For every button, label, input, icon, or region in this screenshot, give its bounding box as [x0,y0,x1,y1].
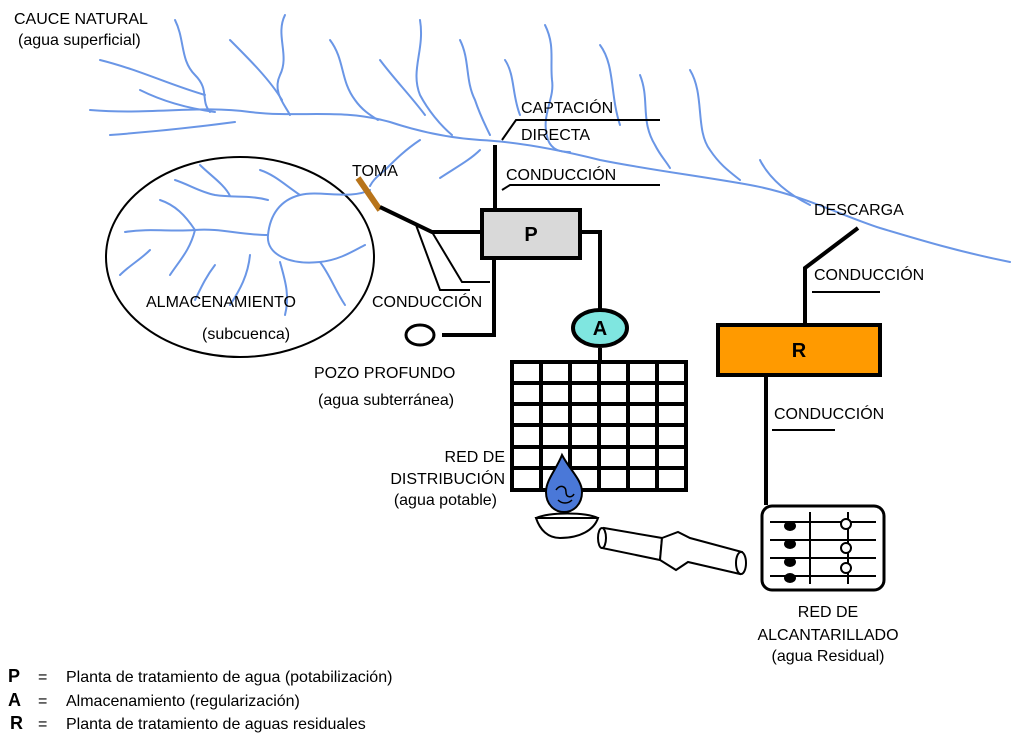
river-trib-13 [689,69,741,181]
leader-lines [415,119,880,431]
label-conduccion-top: CONDUCCIÓN [506,165,616,184]
a-label: A [593,318,607,340]
label-subcuenca: (subcuenca) [202,326,290,343]
river-trib-5 [329,39,379,121]
p-treatment-plant [480,208,582,260]
legend-text-r: Planta de tratamiento de aguas residuale… [66,716,366,733]
pipe-p-to-a [580,230,602,312]
label-conduccion-right: CONDUCCIÓN [814,265,924,284]
pipe-pozo-to-p [442,258,496,337]
bowl-icon [534,512,600,540]
label-toma: TOMA [352,163,398,180]
label-red-dist-2: DISTRIBUCIÓN [390,469,505,488]
legend-eq-r: = [38,716,47,733]
storage-basin-ellipse [105,156,375,358]
label-pozo-sub: (agua subterránea) [318,392,454,409]
label-red-dist-1: RED DE [445,449,505,466]
river-trib-15 [109,121,236,136]
river-trib-14 [759,159,811,206]
legend-eq-p: = [38,669,47,686]
toma-intake [355,176,383,212]
sewer-pipe-icon [597,526,747,576]
river-trib-16 [139,89,216,113]
river-trib-1 [174,19,211,113]
label-descarga: DESCARGA [814,202,904,219]
label-red-alc-1: RED DE [798,604,858,621]
legend-key-r: R [10,713,23,733]
legend-key-p: P [8,666,20,686]
river-trib-7 [379,59,426,116]
label-pozo: POZO PROFUNDO [314,365,455,382]
label-red-dist-3: (agua potable) [394,492,497,509]
river-trib-8 [459,39,491,136]
main-river [89,108,1011,263]
legend: P = Planta de tratamiento de agua (potab… [8,666,392,733]
legend-eq-a: = [38,693,47,710]
river-network [89,14,1011,263]
river-trib-17 [369,139,421,187]
legend-key-a: A [8,690,21,710]
label-cauce: CAUCE NATURAL [14,11,148,28]
river-trib-4 [229,39,283,101]
river-trib-3 [276,14,291,116]
p-label: P [524,224,537,246]
legend-text-p: Planta de tratamiento de agua (potabiliz… [66,669,392,686]
pipe-descarga-to-r [803,226,860,324]
label-captacion: CAPTACIÓN [521,98,613,117]
pipe-toma-to-p [379,205,482,234]
r-label: R [792,340,807,362]
label-red-alc-3: (agua Residual) [772,648,885,665]
river-trib-2 [99,59,206,96]
subbasin-streams [119,164,371,316]
pozo-profundo-well [404,323,436,347]
river-trib-12 [599,44,621,126]
river-trib-6 [415,19,453,136]
label-red-alc-2: ALCANTARILLADO [757,627,898,644]
label-conduccion-mid: CONDUCCIÓN [372,292,482,311]
river-trib-10 [504,59,521,116]
label-directa: DIRECTA [521,127,590,144]
river-trib-11 [639,74,671,169]
water-drop-icon [544,452,584,514]
distribution-grid [510,360,688,492]
label-almacenamiento: ALMACENAMIENTO [146,294,296,311]
river-trib-18 [439,149,481,179]
label-cauce-sub: (agua superficial) [18,32,141,49]
legend-text-a: Almacenamiento (regularización) [66,693,300,710]
r-wastewater-plant [716,323,882,377]
label-conduccion-r: CONDUCCIÓN [774,404,884,423]
river-trib-9 [544,24,571,153]
a-storage-tank [571,308,629,348]
sewer-network [760,504,886,592]
